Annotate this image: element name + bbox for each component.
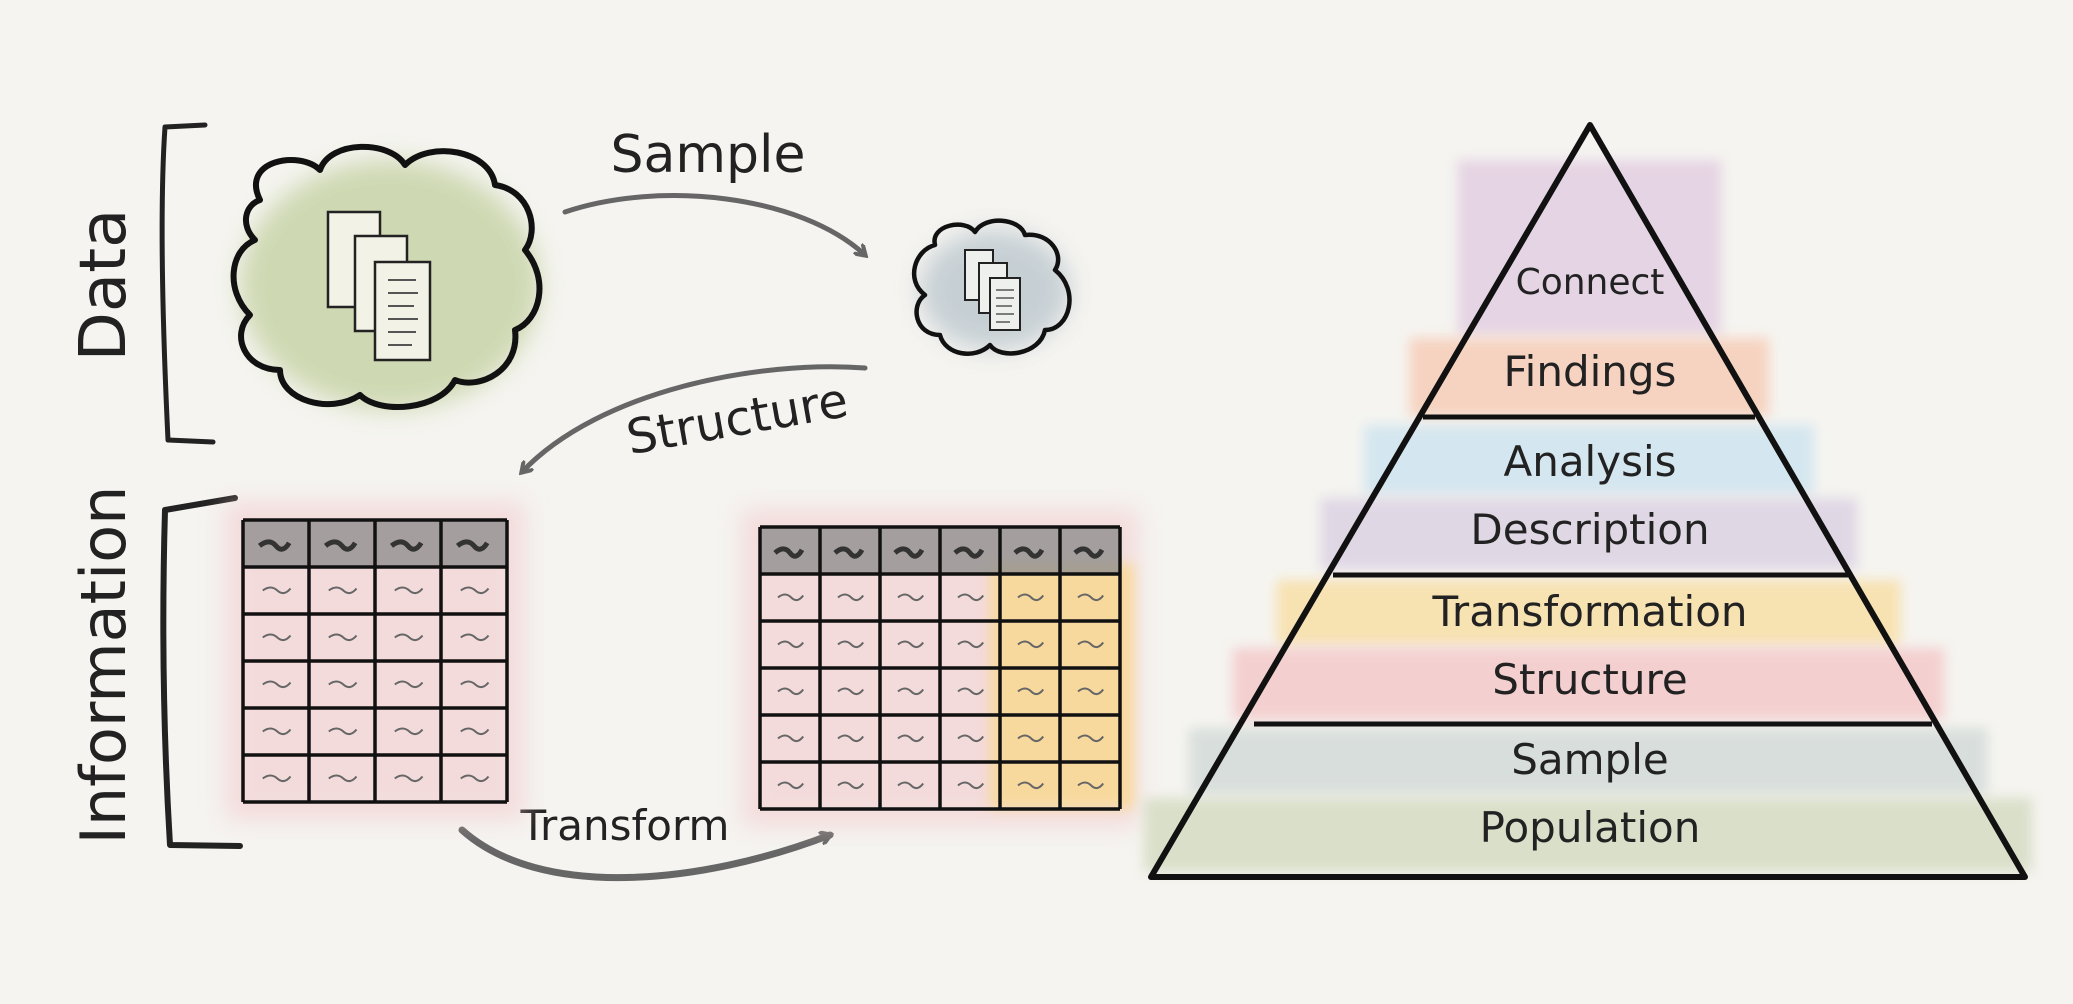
table-highlight [990, 564, 1134, 809]
table-cell-scribble [897, 593, 924, 602]
table-header-scribble [1073, 546, 1105, 559]
table-cell-scribble [1077, 687, 1104, 696]
pyramid-level-label: Findings [1504, 347, 1677, 396]
pyramid-band [1188, 728, 1988, 795]
table-header-scribble [257, 539, 292, 552]
table-cell-scribble [957, 781, 984, 790]
sample-cloud [912, 218, 1072, 356]
data-bracket: Data [67, 122, 216, 445]
pyramid-labels: ConnectFindingsAnalysisDescriptionTransf… [1431, 262, 1747, 852]
table-cell-scribble [328, 680, 358, 689]
table-cell-scribble [328, 774, 358, 783]
sample-arrow: Sample [562, 125, 865, 255]
table-cell-scribble [777, 640, 804, 649]
table-cell-scribble [1077, 593, 1104, 602]
table-header-scribble [833, 546, 865, 559]
table-cell-scribble [460, 633, 490, 642]
information-bracket-label: Information [67, 486, 140, 845]
table-header-scribble [953, 546, 985, 559]
pyramid-outline [1148, 122, 2028, 880]
table-cell-scribble [957, 734, 984, 743]
table-cell-scribble [1077, 734, 1104, 743]
table-cell-scribble [1017, 687, 1044, 696]
table-header-scribble [893, 546, 925, 559]
pyramid-band [1457, 160, 1722, 335]
table-header-scribble [773, 546, 805, 559]
table-cell-scribble [394, 774, 424, 783]
table-cell-scribble [460, 680, 490, 689]
pyramid-band [1232, 648, 1945, 720]
table-cell-scribble [262, 680, 292, 689]
pyramid-band [1143, 798, 2033, 872]
table-cell-scribble [1017, 593, 1044, 602]
table-cell-scribble [837, 781, 864, 790]
table-cell-scribble [460, 727, 490, 736]
document-icon [326, 210, 432, 362]
structured-table [225, 502, 525, 820]
table-cell-scribble [394, 680, 424, 689]
table-cell-scribble [1017, 734, 1044, 743]
population-cloud [230, 143, 543, 410]
table-cell-scribble [897, 687, 924, 696]
information-bracket: Information [67, 486, 243, 849]
transform-arrow-label: Transform [520, 801, 730, 850]
table-cell-scribble [394, 633, 424, 642]
table-cell-scribble [1077, 781, 1104, 790]
table-cell-scribble [394, 727, 424, 736]
table-header-scribble [1013, 546, 1045, 559]
table-cell-scribble [1017, 781, 1044, 790]
sample-arrow-label: Sample [611, 125, 806, 185]
table-cell-scribble [262, 586, 292, 595]
table-cell-scribble [460, 586, 490, 595]
pyramid-level-label: Transformation [1431, 587, 1747, 636]
table-header-scribble [323, 539, 358, 552]
table-header-scribble [389, 539, 424, 552]
pyramid-level-label: Description [1470, 505, 1709, 554]
table-cell-scribble [897, 781, 924, 790]
table-cell-scribble [262, 633, 292, 642]
table-cell-scribble [1017, 640, 1044, 649]
table-cell-scribble [837, 687, 864, 696]
structure-arrow: Structure [522, 364, 868, 472]
pyramid-level-label: Analysis [1503, 437, 1676, 486]
pyramid-band [1320, 498, 1858, 570]
table-cell-scribble [777, 734, 804, 743]
table-cell-scribble [328, 586, 358, 595]
pyramid-level-label: Population [1480, 803, 1701, 852]
table-cell-scribble [262, 774, 292, 783]
pyramid-level-label: Connect [1516, 262, 1665, 303]
table-cell-scribble [460, 774, 490, 783]
table-cell-scribble [957, 640, 984, 649]
table-cell-scribble [262, 727, 292, 736]
pyramid: ConnectFindingsAnalysisDescriptionTransf… [1143, 122, 2033, 880]
table-cell-scribble [957, 687, 984, 696]
pyramid-level-label: Sample [1511, 735, 1668, 784]
transformed-table [742, 509, 1138, 827]
table-cell-scribble [328, 727, 358, 736]
table-cell-scribble [1077, 640, 1104, 649]
table-cell-scribble [777, 593, 804, 602]
table-cell-scribble [957, 593, 984, 602]
pyramid-band [1409, 338, 1769, 417]
table-cell-scribble [837, 734, 864, 743]
pyramid-bands [1143, 160, 2033, 872]
table-cell-scribble [777, 781, 804, 790]
table-cell-scribble [897, 734, 924, 743]
document-icon [964, 249, 1021, 331]
pyramid-level-label: Structure [1492, 655, 1687, 704]
transform-arrow: Transform [458, 801, 830, 882]
table-cell-scribble [777, 687, 804, 696]
table-cell-scribble [328, 633, 358, 642]
table-cell-scribble [897, 640, 924, 649]
table-header-scribble [455, 539, 490, 552]
pyramid-band [1364, 425, 1815, 495]
table-cell-scribble [837, 640, 864, 649]
pyramid-band [1276, 580, 1901, 645]
structure-arrow-label: Structure [622, 372, 852, 466]
data-bracket-label: Data [67, 209, 141, 362]
table-cell-scribble [394, 586, 424, 595]
table-cell-scribble [837, 593, 864, 602]
